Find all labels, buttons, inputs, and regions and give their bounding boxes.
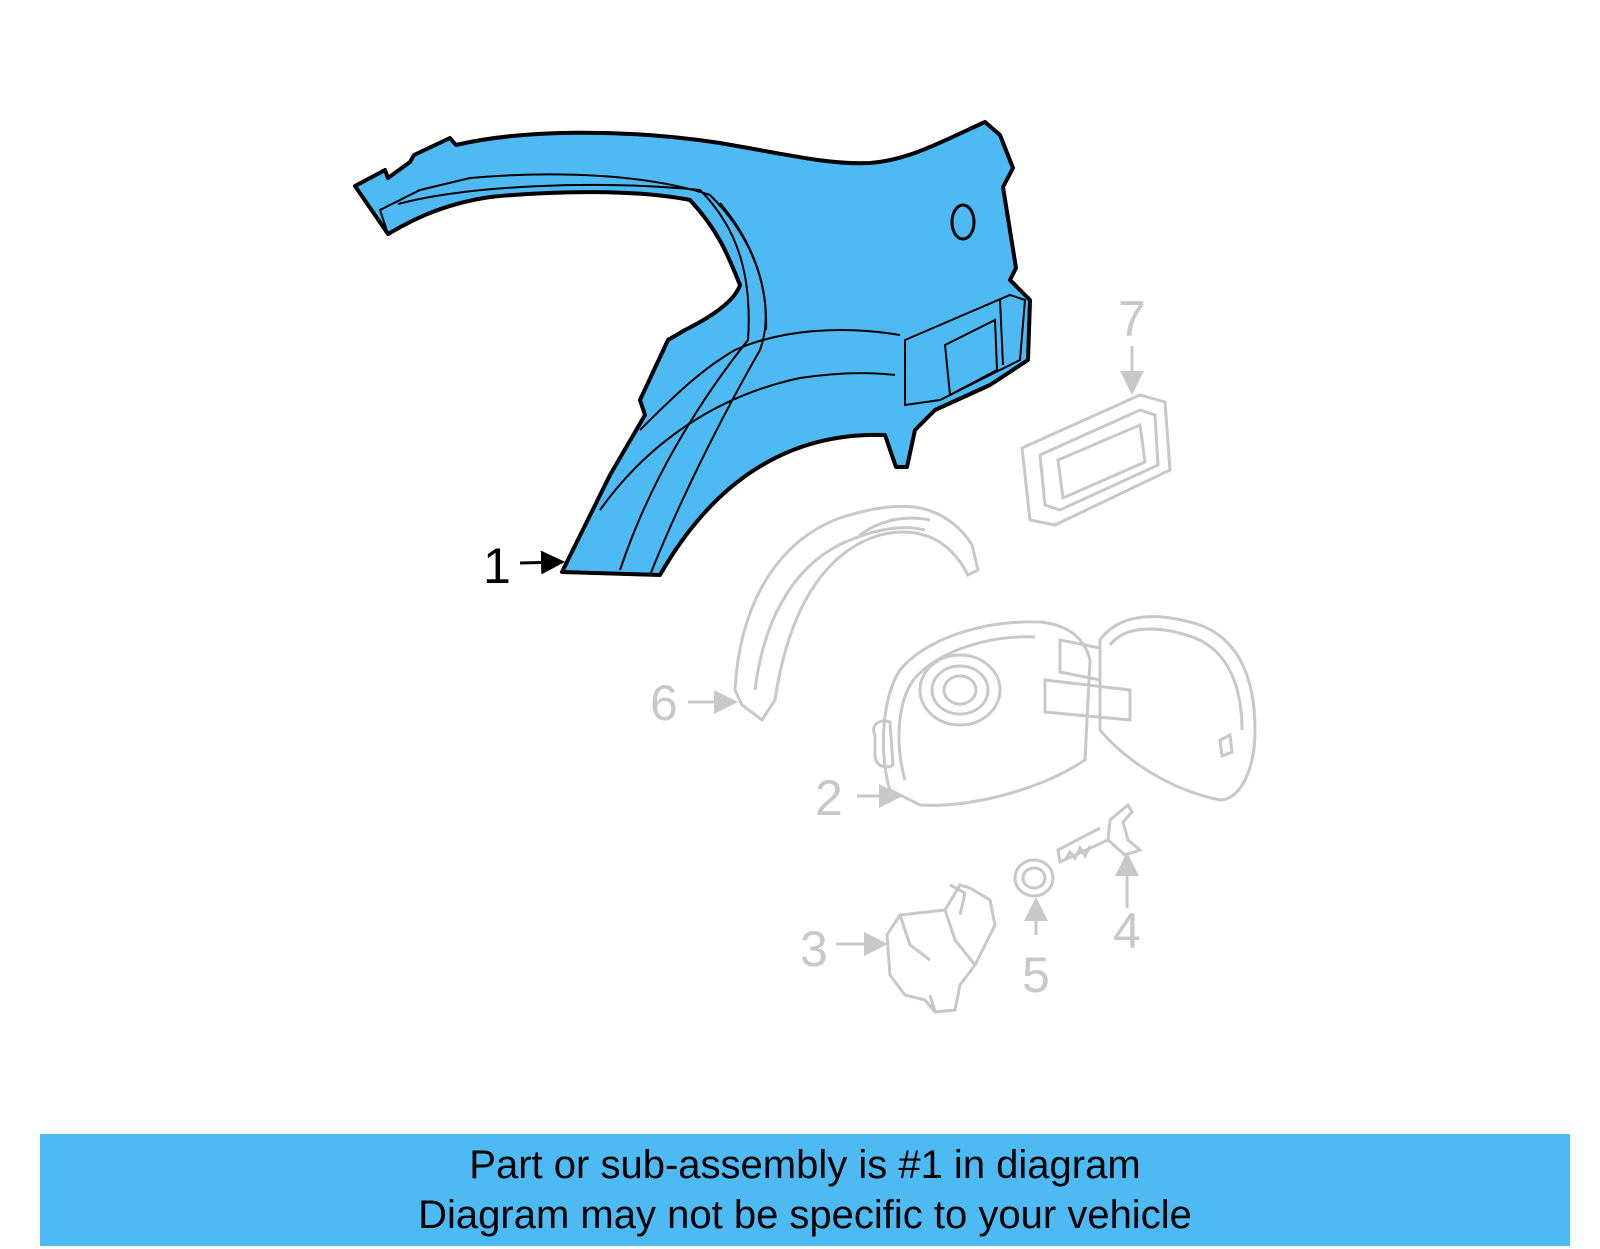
callout-2[interactable]: 2	[815, 770, 843, 826]
caption-line-1: Part or sub-assembly is #1 in diagram	[469, 1143, 1141, 1187]
actuator-part-3[interactable]	[885, 883, 997, 1014]
quarter-panel-part-1[interactable]	[353, 120, 1032, 577]
callout-1[interactable]: 1	[483, 538, 511, 594]
fuel-door-part-2[interactable]	[872, 615, 1257, 807]
callout-7[interactable]: 7	[1118, 291, 1146, 347]
callout-5[interactable]: 5	[1022, 947, 1050, 1003]
caption-line-2: Diagram may not be specific to your vehi…	[418, 1193, 1192, 1237]
wheel-liner-part-6[interactable]	[733, 504, 980, 723]
screw-part-4[interactable]	[1056, 802, 1144, 865]
grommet-part-5[interactable]	[1013, 858, 1055, 898]
leader-arrow-1	[519, 550, 565, 575]
callout-6[interactable]: 6	[650, 675, 678, 731]
callout-3[interactable]: 3	[800, 921, 828, 977]
caption-bar: Part or sub-assembly is #1 in diagram Di…	[40, 1134, 1570, 1246]
parts-diagram: 1 2 3 4 5 6 7	[353, 120, 1257, 1014]
callout-4[interactable]: 4	[1113, 903, 1141, 959]
fuel-door-seal-part-7[interactable]	[1020, 393, 1172, 527]
